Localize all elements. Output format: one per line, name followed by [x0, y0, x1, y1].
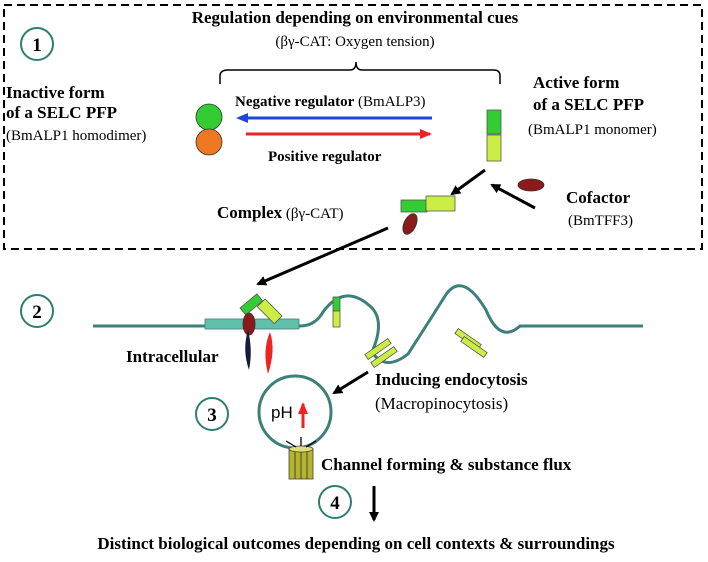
inactive-label-line2: of a SELC PFP [6, 103, 117, 122]
membrane-bound-complex [204, 293, 300, 374]
complex-to-membrane-arrow [256, 226, 389, 286]
step-1-marker: 1 [20, 27, 54, 61]
bmalp1-homodimer [195, 103, 223, 156]
inactive-label-line3: (BmALP1 homodimer) [6, 128, 146, 144]
beta-gamma-cat-complex [400, 195, 456, 235]
active-label-line1: Active form [533, 73, 619, 92]
bmalp1-monomer [486, 109, 502, 162]
complex-name: Complex [217, 203, 283, 222]
membrane-oligomer-right [454, 327, 488, 359]
pore-channel [285, 437, 317, 480]
curly-brace [219, 61, 501, 84]
monomer-to-complex-arrow [450, 168, 486, 196]
complex-label: Complex (βγ-CAT) [217, 203, 344, 222]
regulation-box [3, 4, 703, 250]
step-4-number: 4 [330, 493, 340, 514]
intracellular-label: Intracellular [126, 347, 219, 366]
negative-regulator-label: Negative regulator (BmALP3) [235, 94, 426, 110]
cofactor-label: Cofactor [566, 188, 631, 207]
negative-regulator-protein: (BmALP3) [354, 94, 425, 110]
active-label-line3: (BmALP1 monomer) [528, 122, 657, 138]
membrane-oligomer-left [364, 337, 398, 369]
complex-protein: (βγ-CAT) [282, 206, 343, 222]
membrane-monomer [332, 296, 341, 328]
step-1-number: 1 [32, 35, 42, 56]
cofactor-bmtff3 [517, 178, 545, 192]
step-2-marker: 2 [20, 294, 54, 328]
channel-label: Channel forming & substance flux [321, 455, 572, 474]
cell-membrane [93, 284, 643, 364]
box-title: Regulation depending on environmental cu… [192, 8, 519, 27]
endocytosis-label: Inducing endocytosis [375, 370, 528, 389]
step-4-marker: 4 [318, 485, 352, 519]
endocytosis-type: (Macropinocytosis) [375, 394, 508, 413]
endocytosis-arrow [332, 370, 369, 395]
cofactor-protein: (BmTFF3) [568, 213, 633, 229]
step-3-number: 3 [207, 405, 217, 426]
negative-regulator-name: Negative regulator [235, 94, 355, 110]
box-subtitle: (βγ-CAT: Oxygen tension) [275, 34, 434, 50]
step-3-marker: 3 [195, 397, 229, 431]
cofactor-to-complex-arrow [490, 183, 536, 210]
outcome-label: Distinct biological outcomes depending o… [97, 534, 615, 553]
active-label-line2: of a SELC PFP [533, 95, 644, 114]
inactive-label-line1: Inactive form [6, 83, 105, 102]
endocytic-vesicle [257, 374, 333, 450]
ph-label: pH [271, 403, 293, 422]
positive-regulator-label: Positive regulator [268, 149, 382, 165]
step-2-number: 2 [32, 302, 42, 323]
